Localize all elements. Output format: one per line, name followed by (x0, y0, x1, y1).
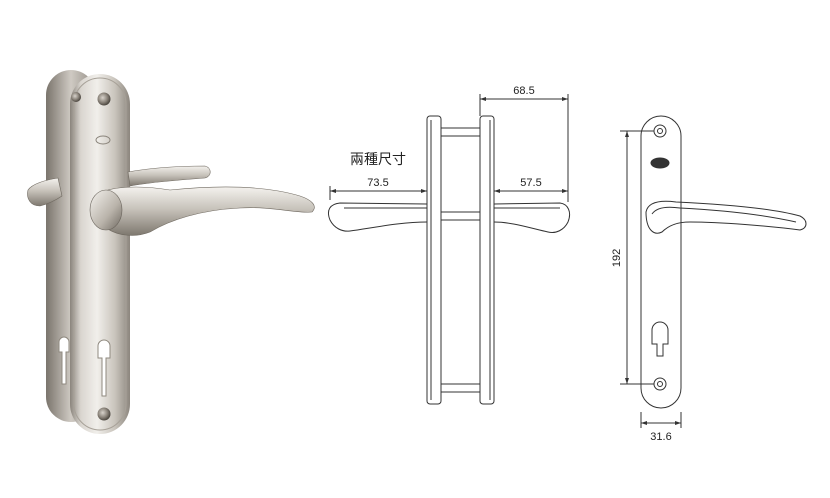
front-keyhole-outline (651, 321, 669, 357)
right-lever-profile (493, 202, 571, 233)
side-view-drawing (327, 94, 571, 405)
dimension-right-projection: 57.5 (520, 177, 541, 189)
front-plate-outline (640, 115, 682, 409)
front-top-screw (653, 124, 667, 138)
front-lever-outline (645, 200, 807, 234)
handle-photo (27, 70, 315, 434)
rear-lever (27, 177, 63, 207)
right-plate-outline (479, 115, 495, 405)
left-plate-outline (426, 115, 442, 405)
upper-lever (127, 165, 211, 187)
front-logo-icon (650, 157, 670, 169)
top-screw (97, 92, 111, 106)
two-sizes-note: 兩種尺寸 (350, 152, 406, 168)
bottom-screw (97, 407, 111, 421)
front-plate (70, 74, 130, 434)
front-bottom-screw (653, 377, 667, 391)
left-lever-profile (327, 202, 428, 232)
dimension-left-projection: 73.5 (367, 177, 388, 189)
dimension-top-width: 68.5 (513, 85, 534, 97)
keyhole-front (97, 339, 111, 397)
dimension-height: 192 (611, 249, 623, 267)
brand-logo (95, 135, 111, 145)
main-lever (92, 186, 315, 236)
lever-rosette (89, 189, 123, 231)
front-view-drawing (620, 115, 807, 428)
dimension-plate-width: 31.6 (650, 431, 671, 443)
keyhole-back (58, 336, 70, 385)
